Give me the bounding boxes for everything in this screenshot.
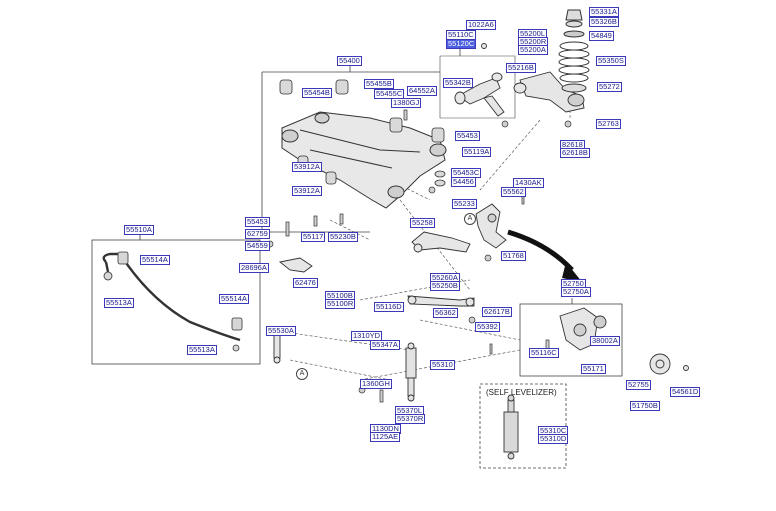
part-label-55272[interactable]: 55272 (597, 82, 622, 92)
part-label-38002a[interactable]: 38002A (590, 336, 620, 346)
part-label-55216b[interactable]: 55216B (506, 63, 536, 73)
part-label-55513a-1[interactable]: 55513A (104, 298, 134, 308)
part-label-55513a-2[interactable]: 55513A (187, 345, 217, 355)
part-label-55350s[interactable]: 55350S (596, 56, 626, 66)
lower-links (278, 231, 475, 307)
part-label-1430ak[interactable]: 1430AK (513, 178, 544, 188)
part-label-55310d[interactable]: 55310D (538, 434, 569, 444)
part-label-55453[interactable]: 55453 (455, 131, 480, 141)
shock-absorber (405, 342, 417, 402)
stabilizer-frame (91, 239, 261, 365)
part-label-1380gj[interactable]: 1380GJ (391, 98, 422, 108)
stabilizer-bar (102, 252, 241, 342)
stabilizer-bushings (103, 251, 243, 352)
part-label-28696a[interactable]: 28696A (239, 263, 269, 273)
part-label-56362[interactable]: 56362 (433, 308, 458, 318)
detail-arrowhead (562, 262, 582, 282)
part-label-55200a[interactable]: 55200A (518, 45, 548, 55)
part-label-52755[interactable]: 52755 (626, 380, 651, 390)
lower-arm-right (513, 71, 585, 113)
part-label-55230b[interactable]: 55230B (328, 232, 358, 242)
part-label-53912a-1[interactable]: 53912A (292, 162, 322, 172)
part-label-1125ae[interactable]: 1125AE (370, 432, 401, 442)
part-label-55530a[interactable]: 55530A (266, 326, 296, 336)
part-label-55454b[interactable]: 55454B (302, 88, 332, 98)
part-label-1022a6[interactable]: 1022A6 (466, 20, 496, 30)
part-label-55514a-2[interactable]: 55514A (219, 294, 249, 304)
part-label-64552a[interactable]: 64552A (407, 86, 437, 96)
part-label-52763[interactable]: 52763 (596, 119, 621, 129)
part-label-54561d[interactable]: 54561D (670, 387, 701, 397)
upper-arm (454, 43, 505, 117)
part-label-54456[interactable]: 54456 (451, 177, 476, 187)
part-label-55510a[interactable]: 55510A (124, 225, 154, 235)
part-label-55400[interactable]: 55400 (337, 56, 362, 66)
part-label-55116d[interactable]: 55116D (374, 302, 404, 312)
crossmember-subframe (281, 111, 447, 209)
part-label-53912a-2[interactable]: 53912A (292, 186, 322, 196)
part-label-55117[interactable]: 55117 (301, 232, 326, 242)
part-label-55455b[interactable]: 55455B (364, 79, 394, 89)
part-label-55120c[interactable]: 55120C (446, 39, 477, 49)
part-label-62617b[interactable]: 62617B (482, 307, 512, 317)
part-label-55258[interactable]: 55258 (410, 218, 435, 228)
self-levelizer-shock (503, 394, 519, 460)
part-label-55370r[interactable]: 55370R (395, 414, 426, 424)
part-label-55100r[interactable]: 55100R (325, 299, 356, 309)
part-label-52750a[interactable]: 52750A (561, 287, 591, 297)
part-label-62476[interactable]: 62476 (293, 278, 318, 288)
part-label-55453-2[interactable]: 55453 (245, 217, 270, 227)
part-label-1310yd[interactable]: 1310YD (351, 331, 383, 341)
self-levelizer-caption: (SELF LEVELIZER) (486, 388, 557, 397)
part-label-55514a-1[interactable]: 55514A (140, 255, 170, 265)
part-label-55331a[interactable]: 55331A (589, 7, 619, 17)
part-label-54849[interactable]: 54849 (589, 31, 614, 41)
part-label-51750b[interactable]: 51750B (630, 401, 660, 411)
part-label-51768[interactable]: 51768 (501, 251, 526, 261)
reference-marker-a-2: A (296, 368, 308, 380)
knuckle-carrier (475, 203, 507, 249)
reference-marker-a-1: A (464, 213, 476, 225)
part-label-55455c[interactable]: 55455C (374, 89, 405, 99)
part-label-55562[interactable]: 55562 (501, 187, 526, 197)
part-label-55171[interactable]: 55171 (581, 364, 606, 374)
part-label-55233[interactable]: 55233 (452, 199, 477, 209)
part-label-55116c[interactable]: 55116C (529, 348, 559, 358)
part-label-55310[interactable]: 55310 (430, 360, 455, 370)
part-label-55119a[interactable]: 55119A (462, 147, 492, 157)
part-label-62618b[interactable]: 62618B (560, 148, 590, 158)
part-label-55392[interactable]: 55392 (475, 322, 500, 332)
wheel-hub (649, 353, 689, 375)
part-label-55250b[interactable]: 55250B (430, 281, 460, 291)
part-label-62759[interactable]: 62759 (245, 229, 270, 239)
part-label-55326b[interactable]: 55326B (589, 17, 619, 27)
part-label-54559[interactable]: 54559 (245, 241, 270, 251)
part-label-55347a[interactable]: 55347A (370, 340, 400, 350)
part-label-55342b[interactable]: 55342B (443, 78, 473, 88)
coil-spring (558, 9, 590, 93)
part-label-1360gh[interactable]: 1360GH (360, 379, 392, 389)
